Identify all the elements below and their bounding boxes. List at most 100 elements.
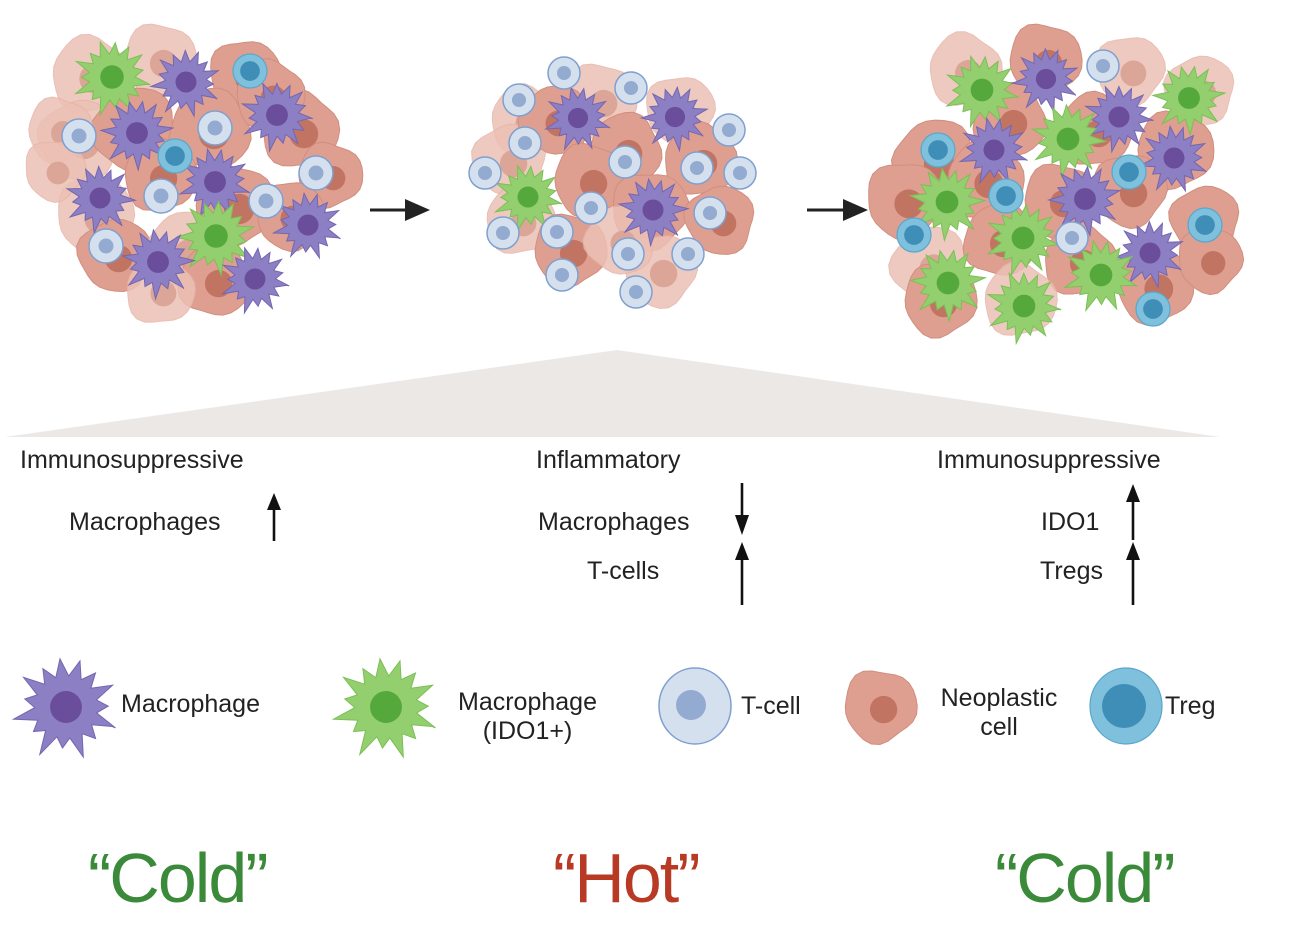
macrophage-ido1-cell [1062,239,1138,313]
tumor-hot-middle [468,56,757,310]
legend-label-line: cell [980,713,1018,741]
legend-label-macrophage: Macrophage [121,690,260,718]
macrophage-cell [120,228,197,301]
classification-cold-left: “Cold” [88,839,269,917]
macrophage-cell [240,82,313,153]
macrophage-cell [1113,220,1184,289]
macrophage-cell [1046,165,1122,238]
change-label: Tregs [1040,557,1103,585]
treg-cell [232,53,268,89]
legend-label-line: Neoplastic [940,684,1058,712]
macrophage-cell [99,100,175,172]
macrophage-cell [220,246,290,315]
tcell-cell [545,258,579,292]
classification-cold-right: “Cold” [995,839,1176,917]
macrophage-ido1-cell [174,199,256,278]
state-title-left: Immunosuppressive [20,446,244,474]
arrow-right-icon-2 [807,199,868,221]
treg-cell [896,217,932,253]
change-label: Macrophages [538,508,690,536]
tcell-icon [658,667,732,745]
tumor-cold-left [25,23,364,323]
tcell-cell [723,156,757,190]
macrophage-ido1-cell [493,164,563,233]
macrophage-cell [639,85,709,153]
legend-label-treg: Treg [1165,692,1216,720]
tcell-cell [1086,49,1120,83]
neoplastic-cell [844,670,918,746]
neoplastic-cell [25,141,88,204]
tcell-cell [619,275,653,309]
tcell-cell [671,237,705,271]
legend-label-tcell: T-cell [741,692,801,720]
tcell-cell [547,56,581,90]
change-label: T-cells [587,557,660,585]
treg-cell [988,178,1024,214]
treg-icon [1089,667,1163,745]
change-label: IDO1 [1041,508,1100,536]
arrow-up-icon [735,542,749,605]
treg-cell [157,138,193,174]
macrophage-cell [149,49,220,118]
macrophage-cell [65,164,138,236]
tcell-cell [1055,221,1089,255]
tcell-cell [298,155,334,191]
zoom-fan [5,350,1220,437]
macrophage-ido1-cell [908,167,987,243]
tcell-cell [508,126,542,160]
state-title-right: Immunosuppressive [937,446,1161,474]
macrophage-ido1-cell [1151,65,1227,137]
treg-cell [920,132,956,168]
change-label: Macrophages [69,508,221,536]
tcell-cell [486,216,520,250]
treg-cell [1111,154,1147,190]
macrophage-cell [1010,47,1079,114]
tcell-cell [88,228,124,264]
arrow-up-icon [1126,484,1140,540]
tcell-cell [197,110,233,146]
tcell-cell [540,215,574,249]
legend-label-macrophage-ido1: Macrophage (IDO1+) [440,688,615,746]
tcell-cell [574,191,608,225]
arrow-right-icon-1 [370,199,430,221]
tcell-cell [608,145,642,179]
macrophage-cell [271,191,341,260]
arrow-up-icon [1126,542,1140,605]
tcell-cell [143,178,179,214]
macrophage-ido1-cell [908,249,988,324]
arrow-up-icon [267,493,281,541]
macrophage-ido1-cell [1030,103,1108,179]
legend-label-neoplastic: Neoplastic cell [922,684,1076,742]
macrophage-cell [1137,124,1207,193]
tumor-cold-right [868,23,1245,346]
macrophage-ido1-cell [73,40,151,117]
macrophage-cell [543,86,611,152]
classification-hot-middle: “Hot” [553,839,701,917]
macrophage-cell [11,657,116,759]
macrophage-ido1-cell [986,271,1062,346]
neoplastic-cell-icon [844,670,918,746]
treg-cell [1187,207,1223,243]
tcell-cell [611,237,645,271]
tcell-cell [693,196,727,230]
macrophage-cell [958,116,1028,185]
tcell-cell [712,113,746,147]
macrophage-ido1-cell [331,657,436,759]
macrophage-ido1-cell [986,202,1061,277]
treg-cell [1135,291,1171,327]
legend-label-line: (IDO1+) [482,717,573,745]
state-title-middle: Inflammatory [536,446,681,474]
macrophage-ido1-icon [331,657,436,759]
macrophage-cell [617,177,690,248]
tcell-cell [61,118,97,154]
tcell-cell [248,183,284,219]
tcell-cell [502,83,536,117]
neoplastic-cell [1178,229,1245,296]
tcell-cell [468,156,502,190]
macrophage-ido1-cell [945,54,1020,129]
macrophage-icon [11,657,116,759]
tcell-cell [614,71,648,105]
arrow-down-icon [735,483,749,535]
tcell-cell [680,151,714,185]
